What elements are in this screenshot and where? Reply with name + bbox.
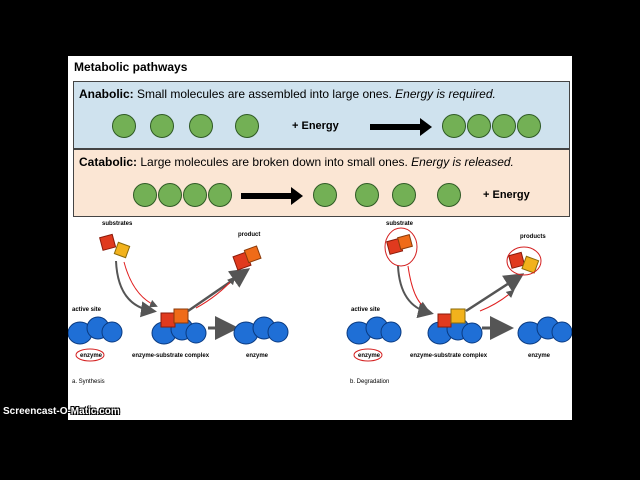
- label-enzyme: enzyme: [80, 353, 103, 359]
- caption-synthesis: a. Synthesis: [72, 379, 105, 385]
- enzyme-right: [233, 316, 289, 345]
- synthesis-arrow-in: [115, 260, 157, 318]
- slide-title: Metabolic pathways: [74, 60, 188, 74]
- substrate-cubes: [99, 233, 131, 259]
- red-annotation-arrow: [123, 261, 158, 308]
- large-molecule-part: [183, 183, 207, 207]
- label-product: product: [238, 232, 261, 238]
- substrate-highlight-circle: [384, 227, 418, 267]
- catabolic-energy-output: + Energy: [483, 189, 530, 201]
- small-molecule: [392, 183, 416, 207]
- enzyme-highlight-circle: [353, 348, 383, 362]
- anabolic-label: Anabolic:: [79, 87, 134, 101]
- small-molecule: [355, 183, 379, 207]
- catabolic-arrow: [241, 187, 303, 205]
- enzyme-substrate-complex: [151, 308, 207, 345]
- catabolic-label: Catabolic:: [79, 155, 138, 169]
- large-molecule-part: [492, 114, 516, 138]
- enzyme-left: [346, 316, 402, 345]
- label-enzyme: enzyme: [528, 353, 551, 359]
- anabolic-text: Small molecules are assembled into large…: [133, 87, 396, 101]
- large-molecule-part: [208, 183, 232, 207]
- label-enzyme: enzyme: [358, 353, 381, 359]
- enzyme-substrate-complex: [427, 308, 483, 345]
- enzyme-right: [517, 316, 572, 345]
- synthesis-diagram: [68, 233, 289, 362]
- small-molecule: [112, 114, 136, 138]
- small-molecule: [235, 114, 259, 138]
- label-enzyme-substrate-complex: enzyme-substrate complex: [410, 353, 488, 359]
- anabolic-energy-note: Energy is required.: [395, 87, 496, 101]
- anabolic-panel: Anabolic: Small molecules are assembled …: [73, 81, 570, 149]
- label-enzyme: enzyme: [246, 353, 269, 359]
- large-molecule-part: [517, 114, 541, 138]
- large-molecule-part: [158, 183, 182, 207]
- large-molecule-part: [442, 114, 466, 138]
- large-molecule-part: [467, 114, 491, 138]
- products-highlight-circle: [506, 246, 542, 276]
- anabolic-arrow: [370, 118, 432, 136]
- enzyme-diagrams: [68, 227, 572, 362]
- large-molecule-part: [133, 183, 157, 207]
- caption-degradation: b. Degradation: [350, 379, 390, 385]
- label-enzyme-substrate-complex: enzyme-substrate complex: [132, 353, 210, 359]
- enzyme-highlight-circle: [75, 348, 105, 362]
- substrate-cube: [386, 234, 413, 255]
- small-molecule: [437, 183, 461, 207]
- watermark: Screencast-O-Matic.com: [3, 406, 120, 417]
- anabolic-sentence: Anabolic: Small molecules are assembled …: [79, 87, 496, 101]
- enzyme-left: [68, 316, 123, 345]
- label-active-site: active site: [72, 307, 102, 313]
- product-cubes: [232, 245, 262, 271]
- catabolic-sentence: Catabolic: Large molecules are broken do…: [79, 155, 514, 169]
- catabolic-text: Large molecules are broken down into sma…: [137, 155, 412, 169]
- product-cubes: [508, 251, 540, 274]
- small-molecule: [313, 183, 337, 207]
- small-molecule: [150, 114, 174, 138]
- small-molecule: [189, 114, 213, 138]
- label-substrate: substrate: [386, 221, 414, 227]
- label-products: products: [520, 234, 546, 240]
- catabolic-energy-note: Energy is released.: [411, 155, 514, 169]
- label-active-site: active site: [351, 307, 381, 313]
- slide: Metabolic pathways Anabolic: Small molec…: [68, 56, 572, 420]
- anabolic-energy-input: + Energy: [292, 120, 339, 132]
- catabolic-panel: Catabolic: Large molecules are broken do…: [73, 149, 570, 217]
- degradation-diagram: [346, 227, 572, 362]
- label-substrates: substrates: [102, 221, 133, 227]
